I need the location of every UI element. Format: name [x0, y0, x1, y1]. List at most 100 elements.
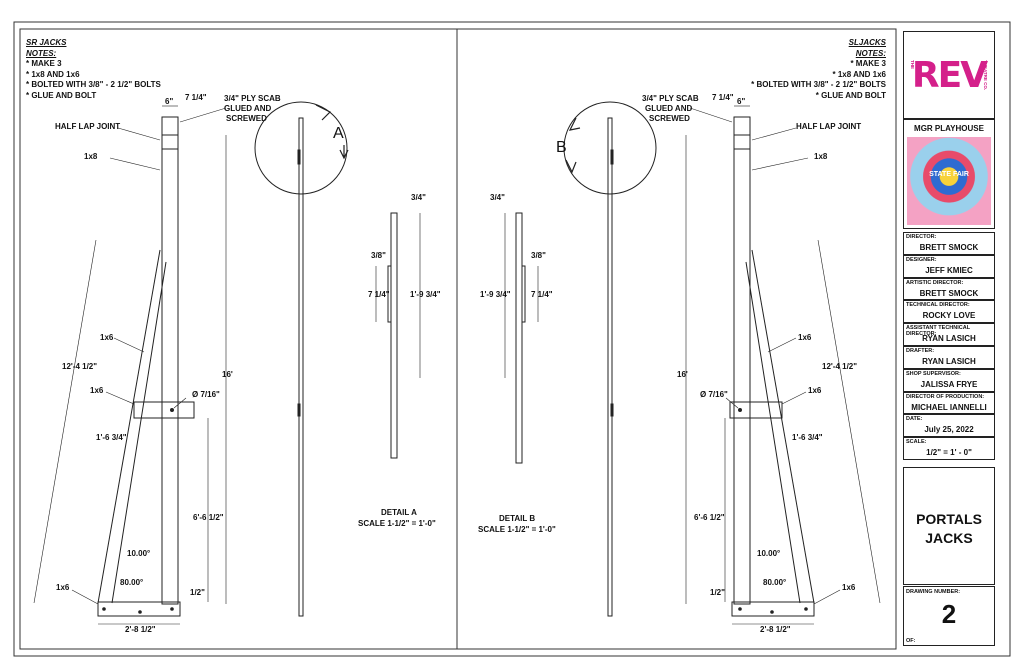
right-dim-top-width: 7 1/4" [712, 93, 734, 102]
credit-value: July 25, 2022 [924, 425, 974, 435]
sl-notes-heading: SLJACKS [848, 38, 886, 47]
left-1x6-base: 1x6 [56, 583, 70, 592]
right-jack-halflap [733, 134, 751, 150]
detail-a-arrow-2 [339, 145, 349, 160]
right-board-block-mid [610, 403, 614, 417]
right-board-body [607, 117, 613, 617]
credit-row: DIRECTOR OF PRODUCTION:MICHAEL IANNELLI [903, 391, 995, 415]
right-jack-base-bolt-1 [738, 607, 742, 611]
credit-row: ARTISTIC DIRECTOR:BRETT SMOCK [903, 277, 995, 301]
credit-label: DIRECTOR OF PRODUCTION: [906, 393, 985, 400]
left-jack-upright [161, 148, 179, 605]
detail-b-dim-7-1-4: 7 1/4" [531, 290, 553, 299]
sr-notes-label: NOTES: [26, 48, 57, 58]
right-dim-rail-gap: 1'-6 3/4" [792, 433, 823, 442]
credit-row: DRAFTER:RYAN LASICH [903, 346, 995, 369]
show-poster-image: STATE FAIR [907, 137, 991, 225]
detail-b-profile [504, 212, 539, 464]
left-ply-scab-1: 3/4" PLY SCAB [224, 94, 281, 103]
left-leader-halflap [117, 127, 161, 141]
venue-box: MGR PLAYHOUSE STATE FAIR [903, 119, 995, 229]
detail-a-body [390, 212, 398, 459]
detail-b-dim-top: 3/4" [490, 193, 505, 202]
right-angle-bottom: 80.00° [763, 578, 786, 587]
drawing-title-box: PORTALS JACKS [903, 467, 995, 585]
left-halflap: HALF LAP JOINT [55, 122, 120, 131]
credit-label: SCALE: [906, 439, 927, 446]
right-jack-rail [729, 401, 783, 419]
right-leader-brace [767, 337, 797, 353]
right-angle-top: 10.00° [757, 549, 780, 558]
drawing-number-box: DRAWING NUMBER: 2 OF: [903, 586, 995, 646]
sr-note-line: * BOLTED WITH 3/8" - 2 1/2" BOLTS [26, 80, 161, 89]
right-jack-base-bolt-3 [770, 610, 774, 614]
credit-label: DATE: [906, 416, 923, 423]
outer-border [13, 21, 1011, 657]
detail-a-scale: SCALE 1-1/2" = 1'-0" [358, 519, 436, 528]
right-jack-base-bolt-2 [804, 607, 808, 611]
right-leader-base [813, 589, 841, 605]
sl-note-line: * MAKE 3 [850, 59, 886, 68]
left-angle-top: 10.00° [127, 549, 150, 558]
sr-note-line: * MAKE 3 [26, 59, 62, 68]
right-dim-base: 2'-8 1/2" [760, 625, 791, 634]
credit-row: DESIGNER:JEFF KMIEC [903, 254, 995, 278]
credit-value: 1/2" = 1' - 0" [926, 448, 972, 458]
sl-notes-label: NOTES: [855, 48, 886, 58]
left-dim-base: 2'-8 1/2" [125, 625, 156, 634]
detail-a-dim-3-8: 3/8" [371, 251, 386, 260]
logo-left-text: THE [910, 60, 915, 69]
left-dim-six: 6" [165, 97, 173, 106]
left-board-block-mid [297, 403, 301, 417]
credit-value: RYAN LASICH [922, 357, 976, 366]
drawing-title: PORTALS JACKS [904, 510, 994, 548]
right-jack-brace-inner [745, 261, 801, 604]
left-dim-brace-len: 12'-4 1/2" [62, 362, 97, 371]
sr-note-line: * GLUE AND BOLT [26, 90, 97, 100]
left-leader-ply [179, 107, 227, 123]
sr-notes: SR JACKS NOTES: * MAKE 3 * 1x8 AND 1x6 *… [26, 38, 161, 101]
detail-a-profile [375, 212, 421, 459]
right-board-block-top [610, 149, 614, 165]
right-dim-rail-height: 6'-6 1/2" [694, 513, 725, 522]
left-dim-half: 1/2" [190, 588, 205, 597]
credit-value: JEFF KMIEC [925, 265, 973, 275]
left-board-block-top [297, 149, 301, 165]
of-label: OF: [906, 638, 916, 644]
left-jack-base-bolt-3 [138, 610, 142, 614]
left-dim-rail-height: 6'-6 1/2" [193, 513, 224, 522]
left-dim-brace [33, 239, 97, 604]
credit-label: ARTISTIC DIRECTOR: [906, 279, 964, 286]
right-jack-base [731, 601, 815, 617]
detail-a-dim-total: 1'-9 3/4" [410, 290, 441, 299]
right-1x6-rail: 1x6 [808, 386, 822, 395]
left-1x6-brace: 1x6 [100, 333, 114, 342]
detail-b-body [515, 212, 523, 464]
credit-row: ASSISTANT TECHNICAL DIRECTOR:RYAN LASICH [903, 323, 995, 346]
credit-label: TECHNICAL DIRECTOR: [906, 302, 970, 309]
right-1x8: 1x8 [814, 152, 828, 161]
right-jack [685, 105, 881, 625]
credit-row: TECHNICAL DIRECTOR:ROCKY LOVE [903, 300, 995, 324]
credit-row: DATE:July 25, 2022 [903, 414, 995, 438]
credit-value: BRETT SMOCK [919, 243, 979, 252]
right-ply-scab-2: GLUED AND [645, 104, 692, 113]
left-jack-brace-inner [111, 261, 167, 604]
left-jack [33, 105, 227, 625]
sr-note-line: * 1x8 AND 1x6 [26, 69, 80, 79]
left-jack-rail [133, 401, 195, 419]
left-jack-base-bolt-2 [170, 607, 174, 611]
credit-row: DIRECTOR:BRETT SMOCK [903, 232, 995, 255]
sl-note-line: * GLUE AND BOLT [815, 90, 886, 100]
credit-value: JALISSA FRYE [920, 379, 978, 389]
right-leader-hole [725, 397, 739, 409]
right-dim-brace [817, 239, 881, 604]
detail-b-arrow-2 [565, 159, 577, 174]
left-jack-brace-outer [97, 249, 161, 604]
right-ply-scab-1: 3/4" PLY SCAB [642, 94, 699, 103]
left-board-body [298, 117, 304, 617]
left-jack-base [97, 601, 181, 617]
detail-b-dim-total: 1'-9 3/4" [480, 290, 511, 299]
left-jack-halflap [161, 134, 179, 150]
